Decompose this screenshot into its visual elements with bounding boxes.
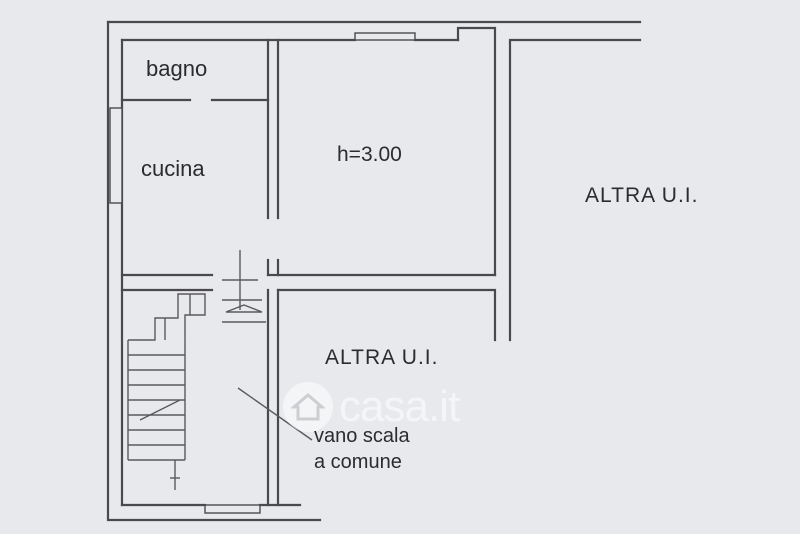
entrance-marker bbox=[222, 250, 266, 323]
room-height-label: h=3.00 bbox=[337, 143, 402, 166]
watermark: casa.it bbox=[283, 382, 460, 432]
window-left bbox=[109, 107, 123, 204]
room-label-bagno: bagno bbox=[146, 56, 208, 81]
stair-note-line2: a comune bbox=[314, 451, 402, 473]
room-label-cucina: cucina bbox=[141, 156, 205, 181]
stair-note-line1: vano scala bbox=[314, 425, 410, 447]
apartment-walls bbox=[120, 26, 497, 277]
bathroom-walls bbox=[120, 98, 270, 102]
bottom-walls bbox=[120, 288, 302, 507]
watermark-text: casa.it bbox=[339, 382, 460, 431]
house-icon bbox=[283, 382, 333, 432]
room-label-altra-right: ALTRA U.I. bbox=[585, 184, 699, 207]
window-top bbox=[354, 32, 416, 41]
window-bottom bbox=[204, 504, 261, 514]
staircase bbox=[127, 293, 206, 490]
room-label-altra-center: ALTRA U.I. bbox=[325, 346, 439, 369]
neighbor-walls bbox=[266, 38, 642, 507]
stair-leader-line bbox=[237, 387, 313, 441]
